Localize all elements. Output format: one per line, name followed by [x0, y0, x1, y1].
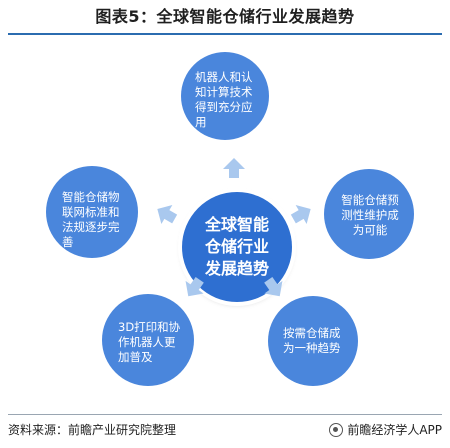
brand-logo-icon — [329, 423, 344, 437]
arrow-bottom-right-icon — [264, 276, 283, 297]
figure-title: 图表5：全球智能仓储行业发展趋势 — [95, 7, 355, 26]
node-bottom-right-text: 按需仓储成为一种趋势 — [283, 326, 341, 355]
arrow-up-icon — [223, 158, 245, 178]
brand-name: 前瞻经济学人APP — [347, 423, 442, 437]
node-top: 机器人和认知计算技术得到充分应用 — [181, 52, 269, 140]
arrow-right-icon — [290, 204, 311, 225]
footer-divider — [8, 414, 442, 415]
node-left-text: 智能仓储物联网标准和法规逐步完善 — [62, 190, 120, 249]
node-bottom-left: 3D打印和协作机器人更加普及 — [102, 294, 194, 386]
node-right: 智能仓储预测性维护成为可能 — [324, 169, 414, 259]
trend-diagram: 机器人和认知计算技术得到充分应用 智能仓储预测性维护成为可能 按需仓储成为一种趋… — [0, 36, 450, 412]
title-divider — [8, 33, 442, 35]
arrow-bottom-left-icon — [185, 276, 204, 297]
node-bottom-right: 按需仓储成为一种趋势 — [268, 296, 358, 386]
brand-credit: 前瞻经济学人APP — [329, 418, 442, 442]
center-node-text: 全球智能仓储行业发展趋势 — [204, 215, 269, 278]
source-note: 资料来源：前瞻产业研究院整理 — [8, 423, 177, 437]
node-top-text: 机器人和认知计算技术得到充分应用 — [195, 70, 253, 129]
node-left: 智能仓储物联网标准和法规逐步完善 — [46, 166, 138, 258]
node-bottom-left-text: 3D打印和协作机器人更加普及 — [118, 320, 181, 364]
arrow-left-icon — [157, 204, 178, 225]
node-right-text: 智能仓储预测性维护成为可能 — [341, 193, 399, 237]
